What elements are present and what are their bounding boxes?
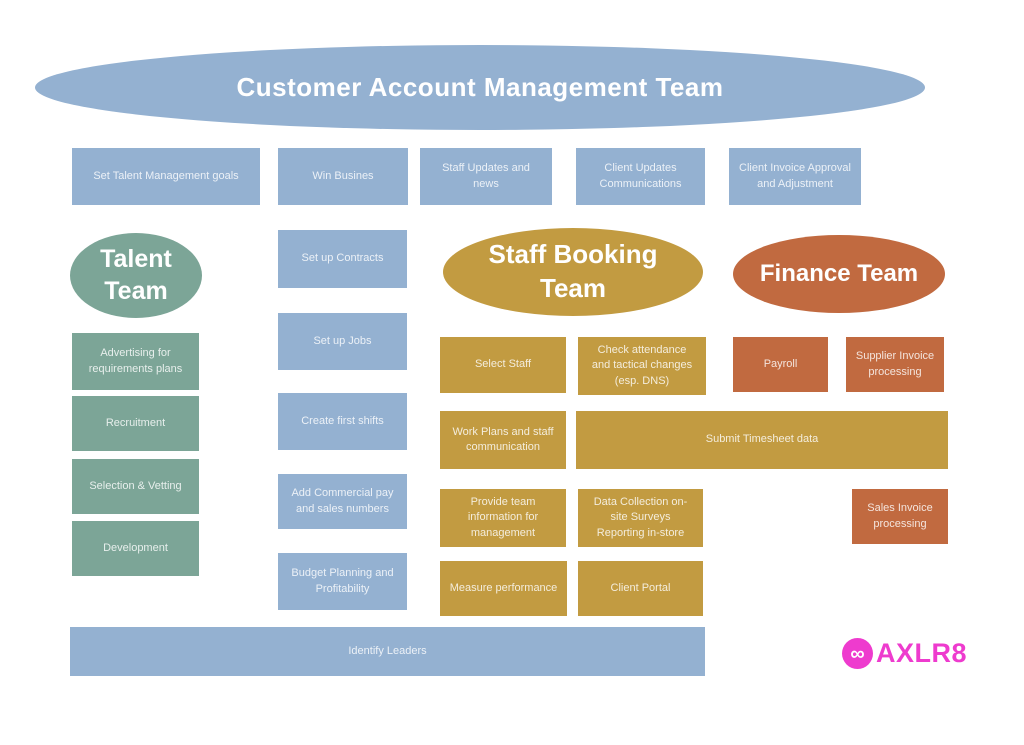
- logo-text: AXLR8: [876, 638, 968, 668]
- task-measure-performance: Measure performance: [440, 561, 567, 616]
- talent-team-title: Talent Team: [100, 245, 172, 305]
- task-label: Provide team information for management: [467, 495, 539, 539]
- task-set-up-jobs: Set up Jobs: [278, 313, 407, 370]
- task-label: Set Talent Management goals: [93, 169, 239, 182]
- task-label: Create first shifts: [301, 414, 384, 427]
- task-label: Sales Invoice processing: [867, 502, 933, 530]
- task-label: Submit Timesheet data: [705, 433, 819, 446]
- task-label: Select Staff: [474, 358, 532, 371]
- task-submit-timesheet-data: Submit Timesheet data: [576, 411, 948, 469]
- task-label: Win Busines: [312, 169, 374, 182]
- finance-team-title: Finance Team: [759, 260, 919, 287]
- task-development: Development: [72, 521, 199, 576]
- task-label: Supplier Invoice processing: [855, 350, 935, 378]
- task-label: Work Plans and staff communication: [452, 425, 554, 453]
- staff-booking-team-ellipse: Staff Booking Team: [443, 228, 703, 316]
- task-label: Identify Leaders: [348, 644, 427, 657]
- task-label: Recruitment: [105, 416, 166, 429]
- task-label: Selection & Vetting: [89, 479, 182, 492]
- page-title: Customer Account Management Team: [236, 72, 724, 102]
- task-label: Client Portal: [610, 581, 671, 594]
- task-advertising-for-requirements-plans: Advertising for requirements plans: [72, 333, 199, 390]
- task-label: Staff Updates and news: [442, 162, 530, 190]
- task-label: Add Commercial pay and sales numbers: [291, 487, 394, 515]
- infinity-icon: ∞: [842, 638, 873, 669]
- task-budget-planning-and-profitability: Budget Planning and Profitability: [278, 553, 407, 610]
- task-label: Check attendance and tactical changes (e…: [591, 343, 693, 387]
- task-label: Payroll: [763, 357, 798, 370]
- task-check-attendance-tactical-changes: Check attendance and tactical changes (e…: [578, 337, 706, 395]
- task-label: Set up Jobs: [313, 334, 372, 347]
- task-set-talent-management-goals: Set Talent Management goals: [72, 148, 260, 205]
- axlr8-logo: ∞ AXLR8: [842, 638, 967, 669]
- task-set-up-contracts: Set up Contracts: [278, 230, 407, 288]
- task-client-updates-communications: Client Updates Communications: [576, 148, 705, 205]
- task-label: Development: [103, 541, 168, 554]
- staff-booking-team-title: Staff Booking Team: [488, 239, 658, 303]
- task-label: Client Invoice Approval and Adjustment: [739, 162, 851, 190]
- task-add-commercial-pay-and-sales-numbers: Add Commercial pay and sales numbers: [278, 474, 407, 529]
- task-create-first-shifts: Create first shifts: [278, 393, 407, 450]
- finance-team-ellipse: Finance Team: [733, 235, 945, 313]
- task-sales-invoice-processing: Sales Invoice processing: [852, 489, 948, 544]
- task-identify-leaders: Identify Leaders: [70, 627, 705, 676]
- task-select-staff: Select Staff: [440, 337, 566, 393]
- talent-team-ellipse: Talent Team: [70, 233, 202, 318]
- main-team-ellipse: Customer Account Management Team: [35, 45, 925, 130]
- task-data-collection-on-site-surveys: Data Collection on-site Surveys Reportin…: [578, 489, 703, 547]
- task-staff-updates-and-news: Staff Updates and news: [420, 148, 552, 205]
- task-client-portal: Client Portal: [578, 561, 703, 616]
- task-label: Set up Contracts: [301, 252, 384, 265]
- task-work-plans-and-staff-communication: Work Plans and staff communication: [440, 411, 566, 469]
- task-selection-and-vetting: Selection & Vetting: [72, 459, 199, 514]
- task-payroll: Payroll: [733, 337, 828, 392]
- task-win-busines: Win Busines: [278, 148, 408, 205]
- task-label: Data Collection on-site Surveys Reportin…: [593, 495, 688, 539]
- task-recruitment: Recruitment: [72, 396, 199, 451]
- task-label: Measure performance: [449, 581, 558, 594]
- task-client-invoice-approval: Client Invoice Approval and Adjustment: [729, 148, 861, 205]
- task-supplier-invoice-processing: Supplier Invoice processing: [846, 337, 944, 392]
- task-label: Budget Planning and Profitability: [291, 567, 394, 595]
- task-label: Client Updates Communications: [599, 162, 682, 190]
- task-label: Advertising for requirements plans: [88, 347, 183, 375]
- task-provide-team-information-for-management: Provide team information for management: [440, 489, 566, 547]
